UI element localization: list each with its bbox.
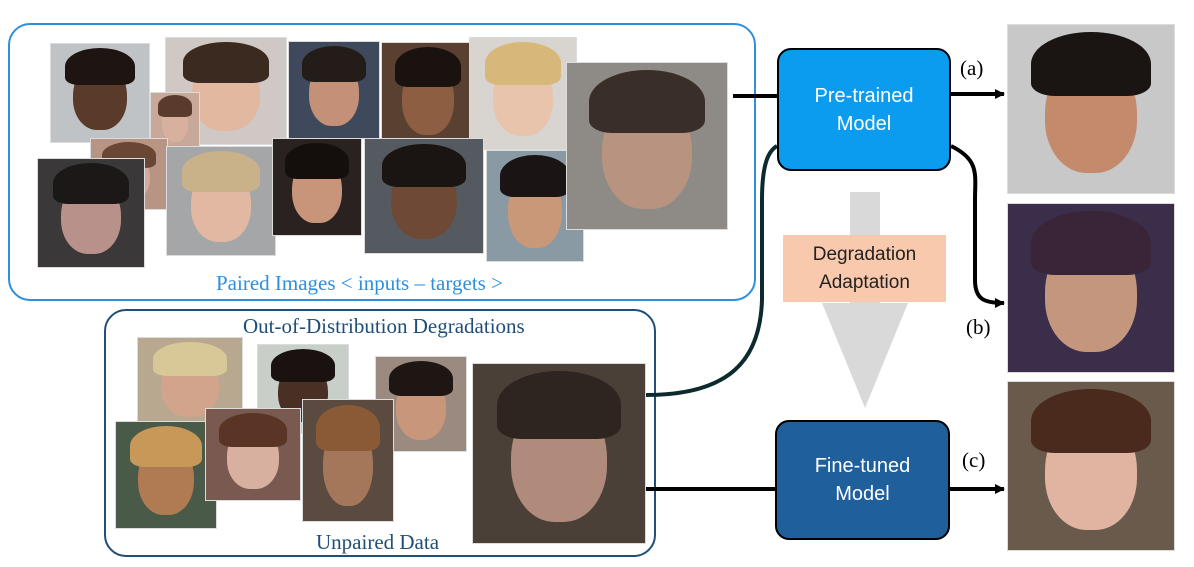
- pretrained-model-line1: Pre-trained: [814, 84, 914, 107]
- adaptation-line2: Adaptation: [819, 271, 910, 293]
- finetuned-model-line1: Fine-tuned: [814, 455, 911, 477]
- output-c-label: (c): [962, 448, 986, 472]
- pretrained-to-output-b-arrow: [950, 144, 1005, 308]
- paired-images-caption: Paired Images < inputs – targets >: [216, 271, 503, 295]
- paired-photo-5: [469, 37, 577, 150]
- unpaired-data-group: [104, 309, 656, 557]
- ood-photo-6: [302, 399, 394, 522]
- pretrained-model-line2: Model: [836, 112, 892, 135]
- degradation-adaptation-box: Degradation Adaptation: [783, 235, 946, 302]
- finetuned-model-line2: Model: [835, 483, 890, 505]
- paired-photo-10: [272, 138, 362, 236]
- ood-degradations-title: Out-of-Distribution Degradations: [243, 314, 525, 338]
- paired-photo-9: [166, 146, 276, 256]
- output-a-photo: [1007, 24, 1175, 194]
- ood-photo-4: [115, 421, 217, 529]
- paired-images-group: [8, 23, 756, 301]
- finetuned-model-box: Fine-tuned Model: [775, 420, 950, 540]
- unpaired-to-pretrained-curve: [645, 144, 779, 397]
- paired-photo-11: [364, 138, 484, 254]
- ood-photo-5: [205, 408, 301, 501]
- paired-photo-8: [37, 158, 145, 268]
- output-c-photo: [1007, 381, 1175, 551]
- paired-photo-4: [381, 42, 475, 148]
- pretrained-model-box: Pre-trained Model: [777, 48, 951, 171]
- output-b-label: (b): [966, 315, 991, 339]
- output-b-photo: [1007, 203, 1175, 373]
- unpaired-data-caption: Unpaired Data: [316, 530, 440, 554]
- paired-photo-input-large: [566, 62, 728, 230]
- paired-photo-3: [288, 41, 380, 139]
- adaptation-line1: Degradation: [812, 243, 917, 265]
- ood-photo-input-large: [472, 363, 646, 544]
- output-a-label: (a): [960, 56, 984, 80]
- ood-photo-1: [137, 337, 243, 429]
